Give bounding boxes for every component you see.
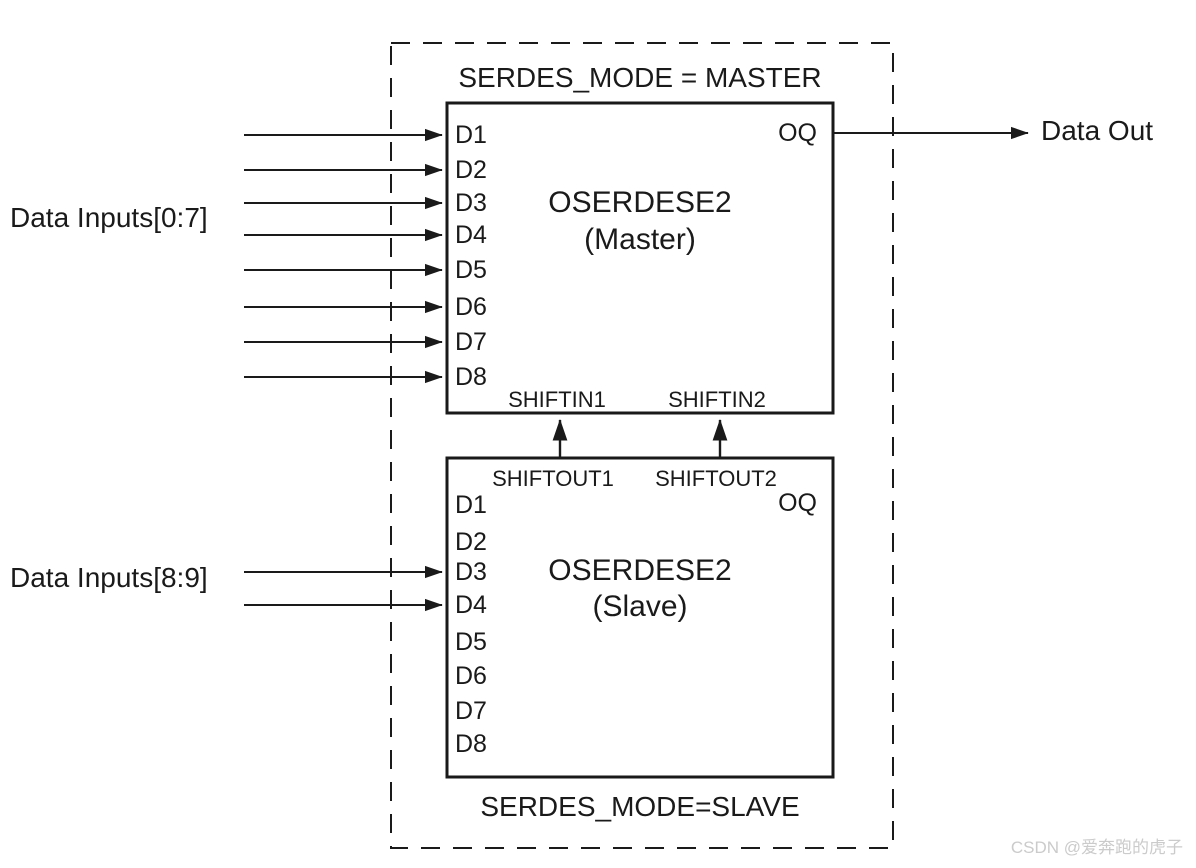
slave-pin-d1: D1 — [455, 491, 487, 519]
master-pin-d2: D2 — [455, 156, 487, 184]
slave-pin-d5: D5 — [455, 628, 487, 656]
csdn-watermark: CSDN @爱奔跑的虎子 — [1010, 838, 1183, 857]
slave-title: OSERDESE2 — [548, 554, 732, 587]
master-pin-d3: D3 — [455, 189, 487, 217]
master-pin-shiftin2: SHIFTIN2 — [668, 387, 766, 412]
master-pin-d8: D8 — [455, 363, 487, 391]
slave-subtitle: (Slave) — [592, 590, 688, 623]
master-block-outline — [445, 101, 835, 415]
master-title: OSERDESE2 — [548, 186, 732, 219]
slave-pin-d8: D8 — [455, 730, 487, 758]
slave-pin-d4: D4 — [455, 591, 487, 619]
master-pin-d4: D4 — [455, 221, 487, 249]
slave-pin-d6: D6 — [455, 662, 487, 690]
slave-pin-d7: D7 — [455, 697, 487, 725]
serdes-mode-master-label: SERDES_MODE = MASTER — [458, 62, 822, 93]
master-pin-shiftin1: SHIFTIN1 — [508, 387, 606, 412]
master-pin-oq: OQ — [778, 119, 817, 147]
master-input-arrows — [244, 128, 443, 384]
master-pin-d6: D6 — [455, 293, 487, 321]
slave-pin-oq: OQ — [778, 489, 817, 517]
slave-pin-shiftout1: SHIFTOUT1 — [492, 466, 614, 491]
slave-pin-d2: D2 — [455, 528, 487, 556]
master-pin-d1: D1 — [455, 121, 487, 149]
data-inputs-master-label: Data Inputs[0:7] — [10, 202, 208, 233]
serdes-mode-slave-label: SERDES_MODE=SLAVE — [480, 791, 800, 822]
shift-connect-arrows — [552, 419, 728, 457]
slave-input-arrows — [244, 565, 443, 612]
slave-pin-d3: D3 — [455, 558, 487, 586]
slave-pin-shiftout2: SHIFTOUT2 — [655, 466, 777, 491]
slave-block-outline — [445, 456, 835, 779]
data-inputs-slave-label: Data Inputs[8:9] — [10, 562, 208, 593]
master-pin-d7: D7 — [455, 328, 487, 356]
master-subtitle: (Master) — [584, 223, 696, 256]
dashed-boundary — [390, 42, 894, 849]
data-out-label: Data Out — [1041, 115, 1154, 146]
master-pin-d5: D5 — [455, 256, 487, 284]
